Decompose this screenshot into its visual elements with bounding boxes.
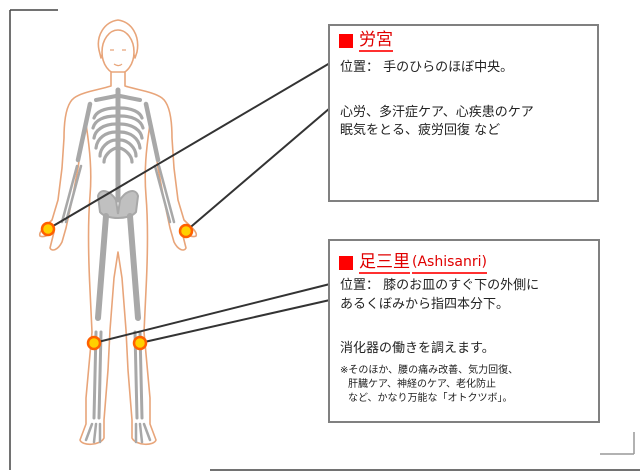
ashisanri-name: 足三里 <box>359 252 410 274</box>
ashisanri-note-line1: ※そのほか、腰の痛み改善、気力回復、 <box>340 364 518 377</box>
rokyu-position-text: 手のひらのほぼ中央。 <box>383 60 513 75</box>
point-marker-ashisanri-right <box>134 337 146 349</box>
point-marker-rokyu-right <box>180 225 192 237</box>
ashisanri-effect: 消化器の働きを調えます。 <box>340 340 495 357</box>
rokyu-info-box: 労宮 位置： 手のひらのほぼ中央。 心労、多汗症ケア、心疾患のケア 眠気をとる、… <box>328 24 599 202</box>
point-marker-ashisanri-left <box>88 337 100 349</box>
rokyu-name: 労宮 <box>359 30 393 52</box>
ashisanri-note-line2: 肝臓ケア、神経のケア、老化防止 <box>348 378 496 391</box>
rokyu-position: 位置： 手のひらのほぼ中央。 <box>340 59 513 76</box>
ashisanri-position-line1: 位置： 膝のお皿のすぐ下の外側に <box>340 277 539 294</box>
rokyu-title: 労宮 <box>339 30 393 52</box>
ashisanri-position-line2: あるくぼみから指四本分下。 <box>340 296 509 313</box>
position-label: 位置： <box>340 278 379 293</box>
ashisanri-position-text: 膝のお皿のすぐ下の外側に <box>383 278 539 293</box>
leader-line-rokyu-right <box>186 108 330 231</box>
ashisanri-note-line3: など、かなり万能な「オトクツボ」。 <box>348 392 513 405</box>
point-marker-rokyu-left <box>42 223 54 235</box>
ashisanri-info-box: 足三里(Ashisanri) 位置： 膝のお皿のすぐ下の外側に あるくぼみから指… <box>328 239 600 423</box>
ashisanri-title: 足三里(Ashisanri) <box>339 252 487 274</box>
ashisanri-reading: (Ashisanri) <box>412 252 487 274</box>
body-figure <box>40 20 197 444</box>
rokyu-effect-line2: 眠気をとる、疲労回復 など <box>340 122 500 139</box>
head-outline <box>102 30 134 74</box>
red-square-icon <box>339 34 353 48</box>
position-label: 位置： <box>340 60 379 75</box>
leader-line-ashisanri-right <box>140 300 330 343</box>
rokyu-effect-line1: 心労、多汗症ケア、心疾患のケア <box>340 104 534 121</box>
red-square-icon <box>339 256 353 270</box>
